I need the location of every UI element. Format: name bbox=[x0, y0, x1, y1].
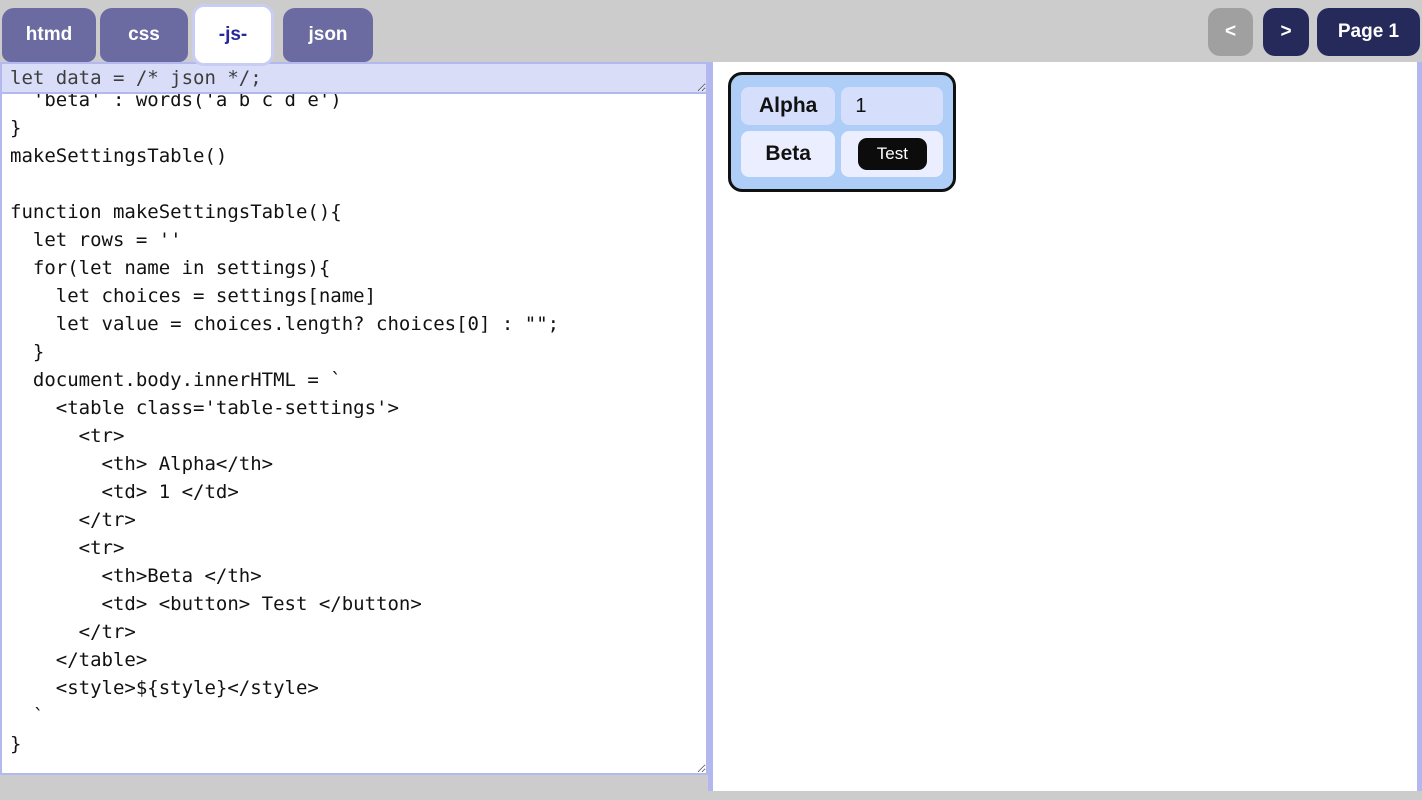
tab-js-active[interactable]: -js- bbox=[192, 4, 274, 66]
row-header-alpha: Alpha bbox=[741, 87, 836, 125]
js-code-textarea[interactable]: 'beta' : words('a b c d e') } makeSettin… bbox=[0, 94, 708, 775]
code-editor-viewport: 'beta' : words('a b c d e') } makeSettin… bbox=[0, 94, 708, 775]
test-button[interactable]: Test bbox=[857, 138, 927, 170]
editor-pane: let data = /* json */; 'beta' : words('a… bbox=[0, 62, 708, 775]
row-value-alpha: 1 bbox=[841, 87, 944, 125]
data-declaration-textarea[interactable]: let data = /* json */; bbox=[0, 62, 708, 94]
table-row: Alpha 1 bbox=[741, 87, 944, 125]
prev-page-button[interactable]: < bbox=[1208, 8, 1253, 56]
row-header-beta: Beta bbox=[741, 131, 836, 177]
row-value-beta: Test bbox=[841, 131, 944, 177]
table-row: Beta Test bbox=[741, 131, 944, 177]
preview-pane: Alpha 1 Beta Test bbox=[708, 62, 1422, 791]
tab-htmd[interactable]: htmd bbox=[2, 8, 96, 62]
next-page-button[interactable]: > bbox=[1263, 8, 1309, 56]
tab-json[interactable]: json bbox=[283, 8, 373, 62]
tab-css[interactable]: css bbox=[100, 8, 188, 62]
page-indicator-button[interactable]: Page 1 bbox=[1317, 8, 1420, 56]
page-navigation: < > Page 1 bbox=[1208, 8, 1420, 56]
preview-settings-table: Alpha 1 Beta Test bbox=[728, 72, 957, 192]
top-bar: htmd css -js- json < > Page 1 bbox=[0, 0, 1422, 66]
tab-bar: htmd css -js- json bbox=[2, 0, 377, 66]
